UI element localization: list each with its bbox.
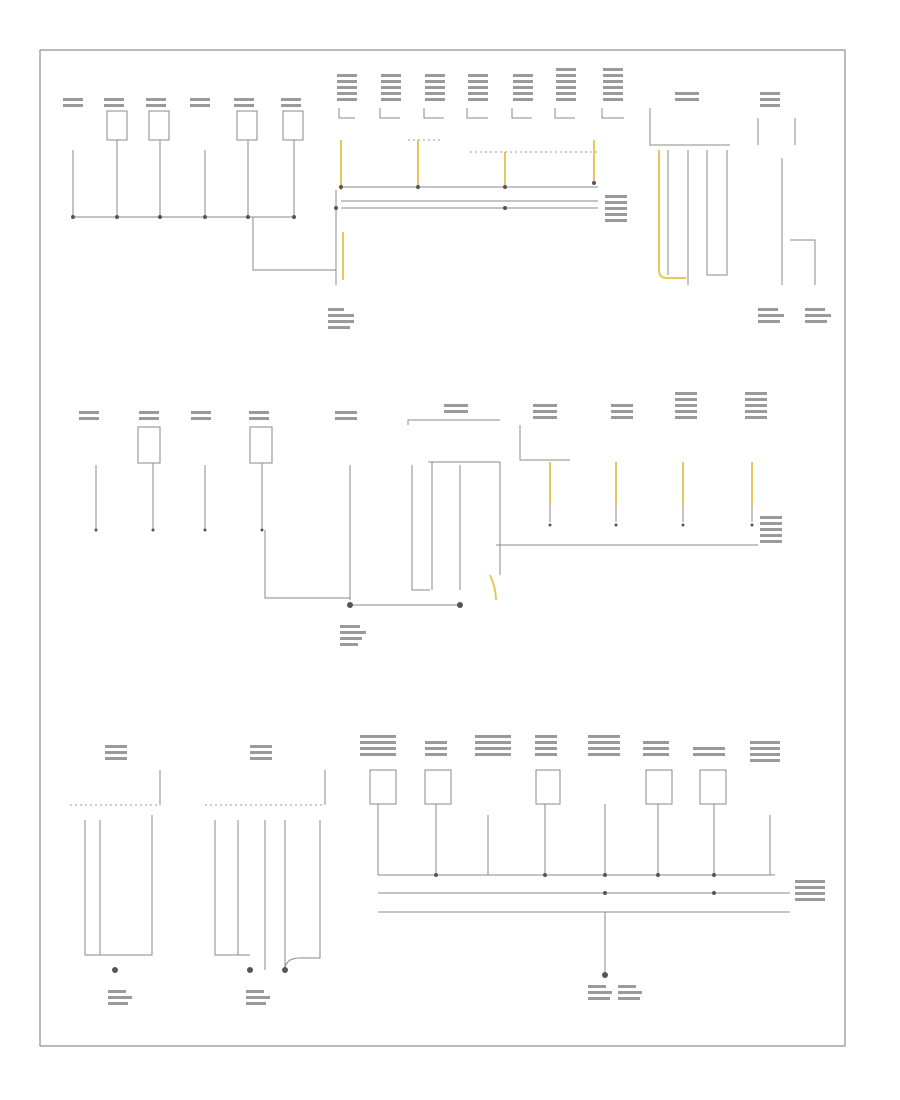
bottom-component-labels — [105, 735, 780, 762]
connector-brackets-right — [649, 108, 796, 146]
diagram-frame — [39, 49, 846, 1047]
center-bus — [341, 186, 598, 209]
splice-dots — [71, 215, 296, 219]
section-top — [63, 68, 831, 329]
bottom-right-splices — [434, 873, 716, 978]
ground-return — [252, 217, 336, 271]
component-box — [645, 769, 673, 805]
component-box — [236, 110, 258, 141]
middle-notes — [340, 516, 782, 646]
middle-component-labels — [79, 392, 767, 420]
top-component-labels — [63, 68, 780, 107]
component-box — [369, 769, 397, 805]
component-box — [106, 110, 128, 141]
component-box — [249, 426, 273, 464]
bottom-left-wires-b — [214, 820, 321, 971]
middle-yellow-return — [489, 574, 497, 601]
bottom-right-buses — [378, 874, 790, 913]
branch-wires — [72, 140, 295, 217]
bottom-connector-ticks — [159, 770, 326, 805]
bottom-notes — [108, 880, 825, 1005]
middle-ground-runs — [264, 465, 351, 600]
center-ground-label — [328, 308, 354, 329]
far-right-wires — [781, 158, 816, 285]
section-bottom — [70, 735, 825, 1005]
middle-ground-points — [347, 602, 463, 608]
middle-terminals — [94, 528, 264, 532]
right-wires — [667, 150, 728, 285]
middle-right-terminals — [548, 523, 754, 527]
component-box — [282, 110, 304, 141]
connector-brackets — [338, 108, 624, 119]
connector-note-top — [605, 195, 627, 222]
component-box — [424, 769, 452, 805]
bottom-left-wires-a — [84, 815, 153, 956]
component-box — [148, 110, 170, 141]
section-middle — [79, 392, 782, 646]
component-box — [535, 769, 561, 805]
center-splices — [334, 181, 596, 210]
shield-dashes — [408, 139, 600, 153]
middle-branches — [95, 463, 263, 530]
right-ground-labels — [758, 308, 831, 323]
middle-brackets — [407, 419, 570, 461]
middle-right-drops — [549, 505, 753, 522]
middle-yellow-wires — [549, 462, 753, 505]
yellow-wires — [340, 140, 595, 190]
right-yellow — [658, 150, 686, 279]
bottom-right-branches — [377, 804, 771, 875]
middle-connector-wires — [411, 461, 501, 591]
bottom-left-grounds — [112, 967, 288, 973]
component-box — [137, 426, 161, 464]
component-box — [699, 769, 727, 805]
